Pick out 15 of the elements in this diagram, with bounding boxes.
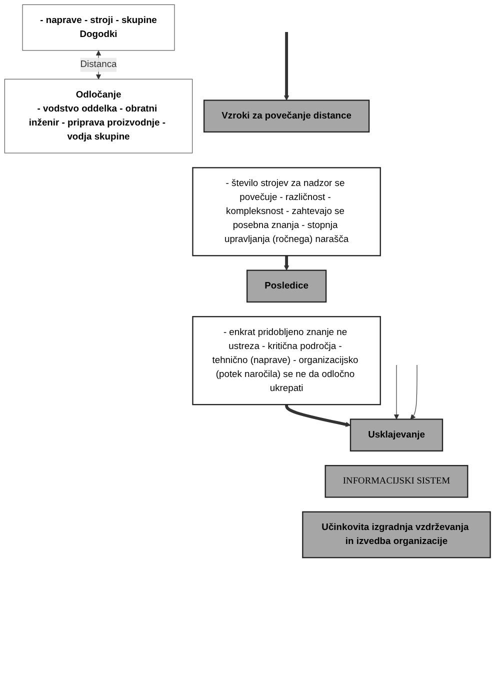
node-box: Vzroki za povečanje distance	[203, 100, 370, 133]
node-box: - naprave - stroji - skupine Dogodki	[22, 4, 175, 51]
node-box: - število strojev za nadzor se povečuje - različnost - kompleksnost - zahtevajo se posebna znanja - stopnja upravljanja (ročnega) narašča	[192, 167, 381, 256]
arrow	[285, 404, 351, 427]
arrow	[284, 255, 290, 271]
edge-label: Distanca	[80, 60, 117, 70]
node-box: Usklajevanje	[350, 418, 444, 452]
node-box: INFORMACIJSKI SISTEM	[324, 464, 468, 498]
node-box: - enkrat pridobljeno znanje ne ustreza - kritična področja - tehnično (naprave) - organizacijsko (potek naročila) se ne da odločno ukrepati	[192, 316, 381, 406]
node-box: Učinkovita izgradnja vzdrževanja in izvedba organizacije	[302, 511, 491, 558]
arrow	[284, 32, 290, 100]
node-box: Posledice	[246, 270, 327, 303]
arrow	[394, 364, 400, 420]
node-box: Odločanje - vodstvo oddelka - obratni inženir - priprava proizvodnje - vodja skupine	[4, 78, 193, 154]
arrow	[410, 364, 418, 420]
